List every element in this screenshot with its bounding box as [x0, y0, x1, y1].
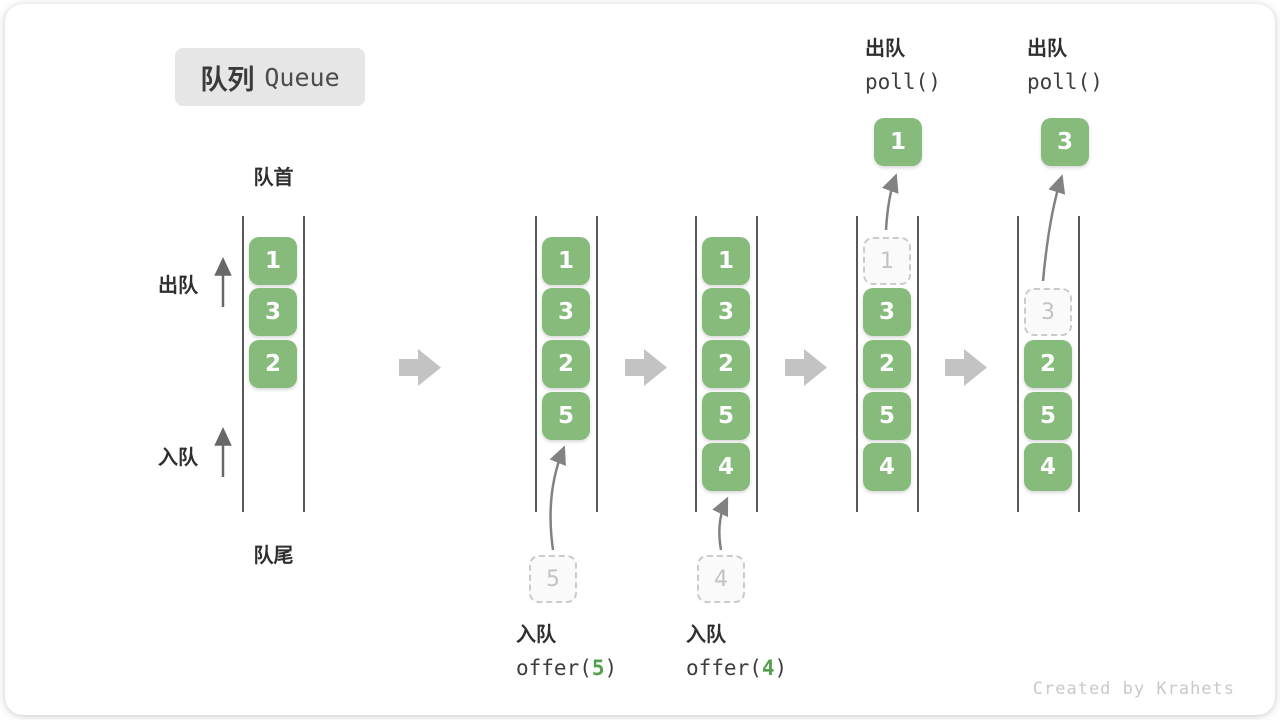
queue-cell-ghost: 1 [863, 237, 911, 285]
dequeue-op-label: 出队 poll() [1027, 32, 1103, 99]
queue-cell: 3 [542, 288, 590, 336]
queue-cell: 3 [702, 288, 750, 336]
queue-rail-state-5 [1017, 216, 1080, 512]
enqueue-op-zh: 入队 [516, 622, 556, 646]
queue-cell-ghost: 3 [1024, 288, 1072, 336]
label-queue-rear: 队尾 [253, 543, 294, 567]
code-suffix: ) [604, 656, 618, 680]
queue-cell: 2 [702, 340, 750, 388]
code-prefix: offer( [686, 656, 762, 680]
state-transition-arrow-icon [625, 349, 667, 386]
dequeue-op-code: poll() [1027, 70, 1103, 94]
code-arg: 4 [761, 656, 775, 680]
title-zh: 队列 [200, 64, 255, 96]
queue-cell: 1 [702, 237, 750, 285]
title-badge: 队列 Queue [175, 48, 365, 106]
state-transition-arrow-icon [945, 349, 987, 386]
enqueue-op-code: offer(4) [686, 651, 787, 685]
queue-cell: 3 [249, 288, 297, 336]
watermark: Created by Krahets [1032, 679, 1235, 699]
code-suffix: ) [774, 656, 788, 680]
dequeue-op-label: 出队 poll() [865, 32, 941, 99]
enqueue-op-label: 入队 offer(4) [686, 618, 787, 685]
label-enqueue-side: 入队 [158, 445, 198, 469]
state-transition-arrow-icon [785, 349, 827, 386]
enqueue-op-code: offer(5) [516, 651, 617, 685]
queue-cell: 2 [863, 340, 911, 388]
queue-cell: 1 [249, 237, 297, 285]
label-queue-front: 队首 [253, 165, 294, 189]
dequeue-op-zh: 出队 [865, 36, 905, 60]
queue-cell: 4 [863, 443, 911, 491]
queue-cell: 4 [1024, 443, 1072, 491]
enqueue-op-zh: 入队 [686, 622, 726, 646]
queue-cell: 5 [863, 392, 911, 440]
queue-cell: 3 [863, 288, 911, 336]
queue-cell: 2 [249, 340, 297, 388]
enqueue-item-box: 4 [697, 555, 745, 603]
queue-cell: 5 [1024, 392, 1072, 440]
arrows-overlay [214, 173, 1066, 551]
queue-cell: 2 [1024, 340, 1072, 388]
queue-cell: 1 [542, 237, 590, 285]
queue-cell: 5 [702, 392, 750, 440]
dequeue-item-box: 3 [1041, 118, 1089, 166]
diagram-card: 队列 Queue 队首 队尾 出队 入队 1 3 2 1 3 2 5 1 3 2… [5, 4, 1275, 715]
dequeue-op-zh: 出队 [1027, 36, 1067, 60]
label-dequeue-side: 出队 [158, 273, 198, 297]
code-prefix: offer( [516, 656, 592, 680]
queue-rail-state-1 [242, 216, 305, 512]
dequeue-op-code: poll() [865, 70, 941, 94]
code-arg: 5 [591, 656, 605, 680]
title-en: Queue [264, 62, 340, 92]
dequeue-item-box: 1 [874, 118, 922, 166]
queue-rail-state-3 [695, 216, 758, 512]
queue-cell: 2 [542, 340, 590, 388]
queue-rail-state-4 [856, 216, 919, 512]
queue-rail-state-2 [535, 216, 598, 512]
enqueue-item-box: 5 [529, 555, 577, 603]
queue-cell: 5 [542, 392, 590, 440]
state-transition-arrow-icon [399, 349, 441, 386]
enqueue-op-label: 入队 offer(5) [516, 618, 617, 685]
queue-cell: 4 [702, 443, 750, 491]
